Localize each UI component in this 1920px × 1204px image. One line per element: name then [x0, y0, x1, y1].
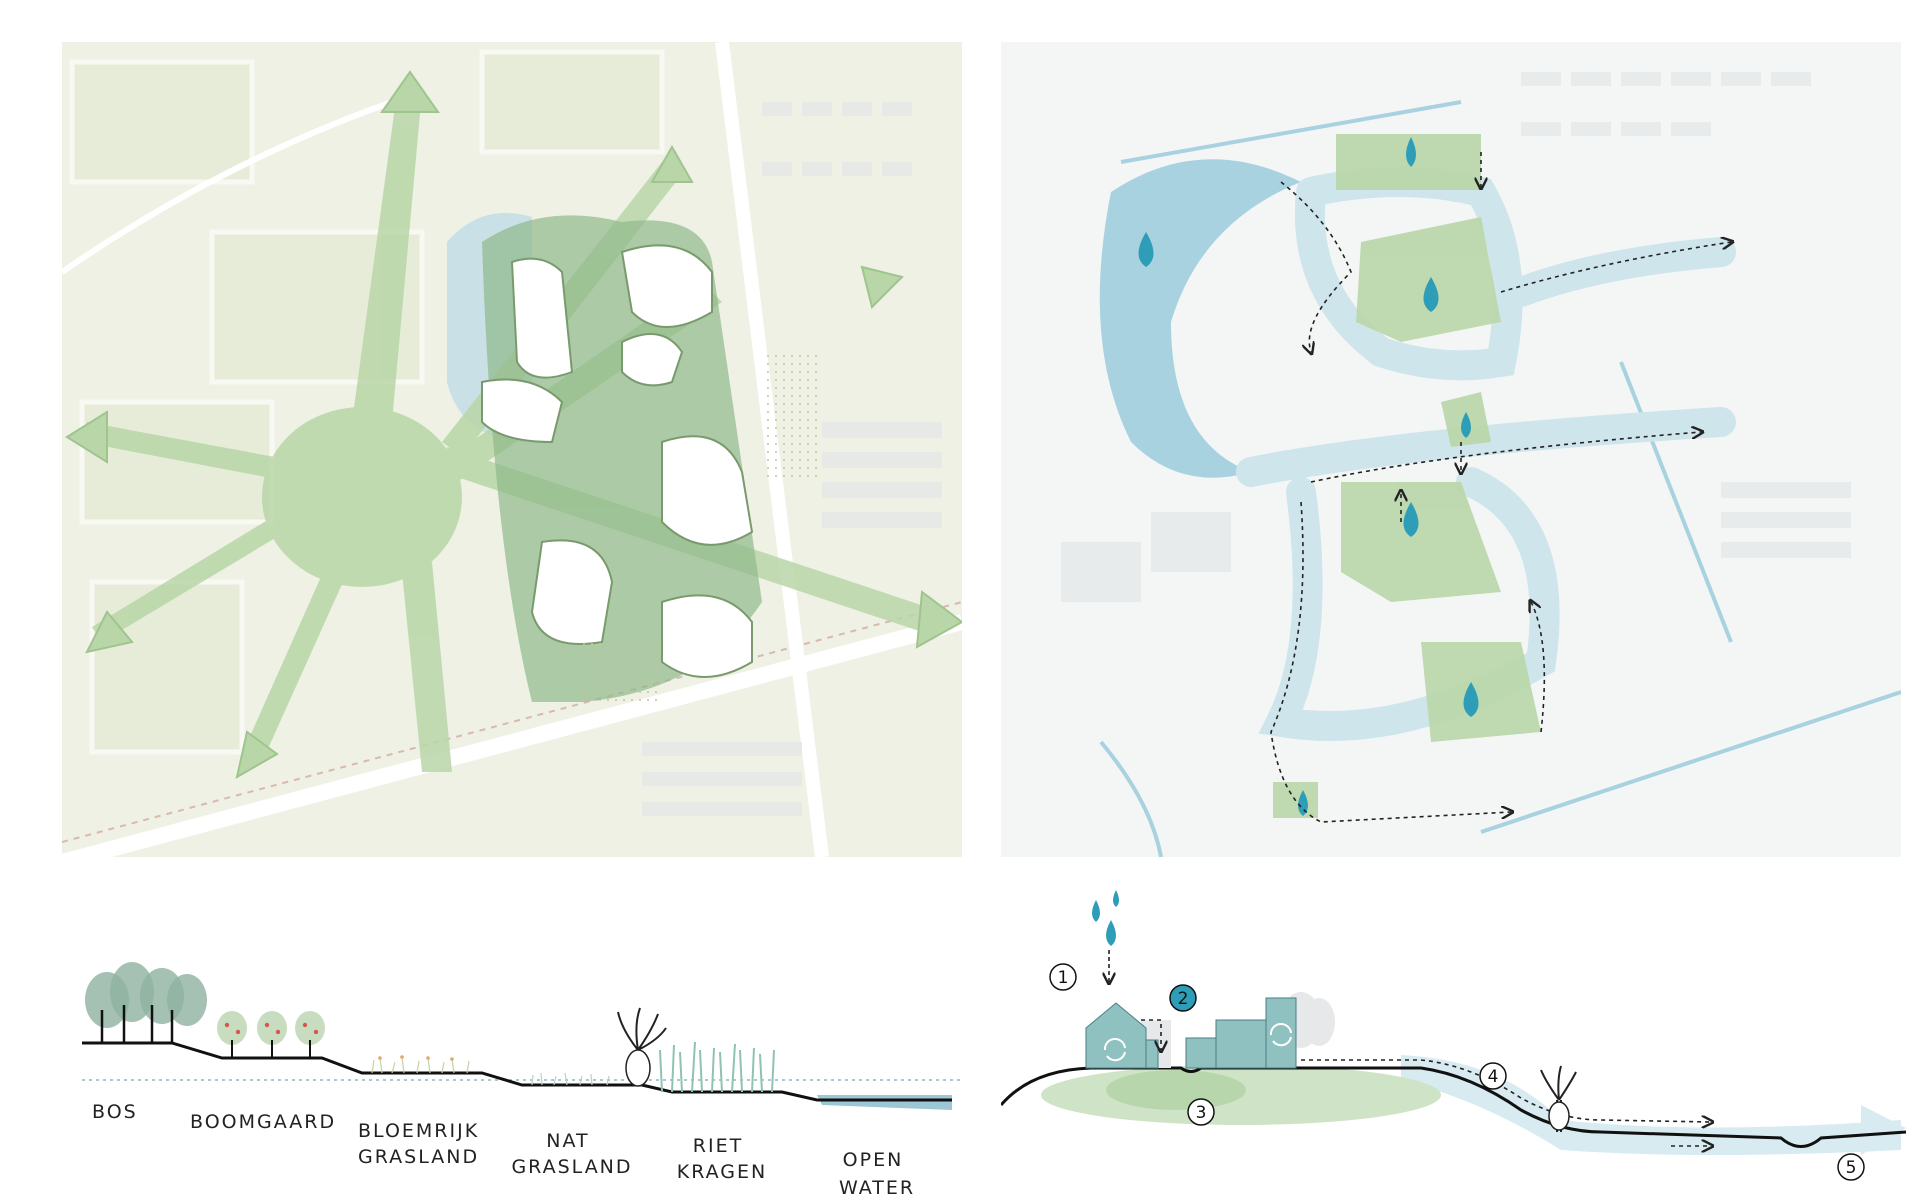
stream-arrowhead	[1861, 1105, 1906, 1155]
ground-profile-water	[1001, 1066, 1907, 1148]
svg-text:2: 2	[1178, 989, 1189, 1009]
lake	[1099, 159, 1301, 478]
runoff-arrows	[1141, 1019, 1711, 1146]
stream-flow	[1401, 1055, 1901, 1155]
section-labels: BOS BOOMGAARD BLOEMRIJK GRASLAND NAT GRA…	[92, 1101, 915, 1199]
label-open-water: OPEN WATER	[839, 1149, 915, 1199]
flower-grass	[371, 1056, 470, 1074]
orchard-trees	[217, 1011, 325, 1058]
label-boomgaard: BOOMGAARD	[190, 1111, 336, 1133]
infiltration-zone	[1106, 1070, 1246, 1110]
forest-trees	[85, 962, 207, 1043]
reed-beds	[659, 1041, 775, 1093]
marker-2: 2	[1169, 984, 1197, 1012]
wet-grass	[531, 1072, 610, 1086]
water-drop-icon	[1463, 682, 1479, 717]
marker-4: 4	[1479, 1062, 1507, 1090]
rain-drops	[1092, 890, 1119, 946]
marker-1: 1	[1049, 963, 1077, 991]
network-arrowheads	[65, 70, 962, 779]
svg-text:3: 3	[1196, 1103, 1207, 1123]
park-plots	[481, 215, 822, 703]
svg-text:1: 1	[1058, 968, 1069, 988]
water-drop-icon	[1461, 412, 1471, 438]
water-cycle-section: 1 2 3 4 5	[1001, 890, 1907, 1181]
open-water	[817, 1095, 952, 1110]
recycle-arrows-icon	[1103, 1023, 1292, 1062]
water-drop-icon	[1406, 137, 1416, 167]
water-drop-icon	[1298, 790, 1308, 816]
green-network-map	[62, 42, 962, 857]
label-bloemrijk-grasland: BLOEMRIJK GRASLAND	[358, 1120, 487, 1168]
water-drop-icon	[1403, 502, 1419, 537]
canals	[1099, 100, 1901, 857]
water-corridors	[1236, 167, 1736, 741]
neighbourhood-clusters	[1273, 134, 1541, 818]
water-drop-icon	[1423, 277, 1439, 312]
urban-blocks	[642, 102, 942, 816]
water-drop-icon	[1113, 890, 1119, 907]
flowers	[378, 1055, 454, 1061]
svg-text:4: 4	[1488, 1067, 1499, 1087]
number-markers: 1 2 3 4 5	[1049, 963, 1865, 1181]
label-bos: BOS	[92, 1101, 138, 1123]
ground-profile	[82, 1041, 952, 1102]
water-drop-icon	[1106, 920, 1116, 946]
label-riet-kragen: RIET KRAGEN	[677, 1135, 768, 1183]
water-drop-icons	[1138, 137, 1479, 816]
landscape-cross-section: BOS BOOMGAARD BLOEMRIJK GRASLAND NAT GRA…	[82, 962, 962, 1199]
svg-text:5: 5	[1846, 1158, 1857, 1178]
water-drop-icon	[1138, 232, 1154, 267]
marker-3: 3	[1187, 1098, 1215, 1126]
label-nat-grasland: NAT GRASLAND	[511, 1130, 632, 1178]
marker-5: 5	[1837, 1153, 1865, 1181]
flow-arrows	[1270, 152, 1731, 823]
water-network-map	[1001, 42, 1901, 857]
urban-blocks-right	[1061, 72, 1851, 602]
water-drop-icon	[1092, 900, 1100, 922]
